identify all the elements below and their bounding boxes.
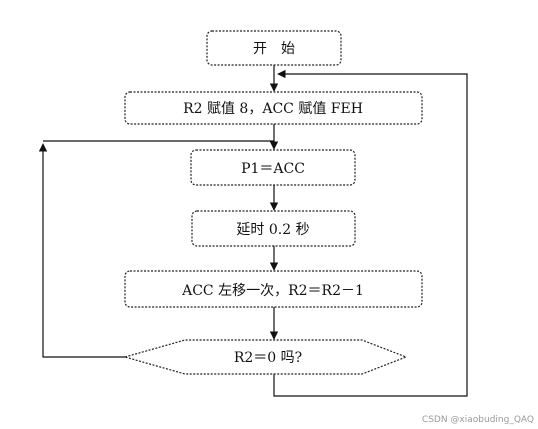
output-node: P1＝ACC xyxy=(190,149,356,186)
arrow-decision-yes-loop-to-init xyxy=(273,69,468,397)
decision-node: R2＝0 吗? xyxy=(122,339,408,375)
shift-node: ACC 左移一次，R2＝R2－1 xyxy=(124,270,423,308)
start-node: 开 始 xyxy=(206,30,342,66)
start-label: 开 始 xyxy=(253,41,295,57)
delay-node: 延时 0.2 秒 xyxy=(191,210,356,247)
shift-label: ACC 左移一次，R2＝R2－1 xyxy=(181,283,364,299)
output-label: P1＝ACC xyxy=(241,161,305,177)
init-node: R2 赋值 8，ACC 赋值 FEH xyxy=(124,91,423,125)
decision-label: R2＝0 吗? xyxy=(234,350,302,366)
init-label: R2 赋值 8，ACC 赋值 FEH xyxy=(183,101,363,117)
delay-label: 延时 0.2 秒 xyxy=(236,222,309,238)
arrow-decision-no-up xyxy=(38,143,125,358)
watermark-text: CSDN @xiaobuding_QAQ xyxy=(422,415,534,425)
